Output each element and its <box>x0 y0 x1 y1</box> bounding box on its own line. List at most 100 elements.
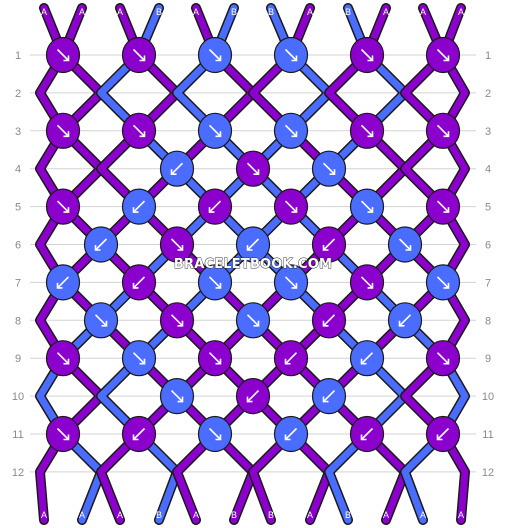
knot-arrowhead-icon <box>443 131 450 138</box>
string-label-bottom: A <box>383 510 389 520</box>
knot-arrow-icon <box>56 276 70 289</box>
knot-arrow-icon <box>360 124 374 137</box>
knot-arrowhead-icon <box>215 55 222 62</box>
string-label-bottom: B <box>268 510 274 520</box>
knot <box>425 36 461 74</box>
string-label-bottom: B <box>156 510 162 520</box>
knot-arrow-icon <box>322 390 336 403</box>
knot-arrowhead-icon <box>132 207 139 213</box>
knot-arrow-icon <box>284 427 298 441</box>
knot-arrowhead-icon <box>132 282 139 289</box>
string-label-top: A <box>307 7 313 17</box>
knot-arrowhead-icon <box>139 358 146 365</box>
string-label-top: A <box>193 7 199 17</box>
knot-arrowhead-icon <box>360 434 367 441</box>
knot-arrow-icon <box>436 276 450 289</box>
knot-arrowhead-icon <box>139 131 146 138</box>
knot <box>425 340 461 377</box>
knot-arrow-icon <box>208 276 222 289</box>
knot <box>425 264 461 301</box>
row-number-right: 6 <box>485 240 491 252</box>
knot <box>121 188 157 225</box>
knot-arrow-icon <box>56 48 70 62</box>
knot-arrowhead-icon <box>367 282 374 289</box>
row-number-right: 3 <box>485 126 491 138</box>
knot-arrowhead-icon <box>101 320 108 327</box>
knot-arrow-icon <box>436 200 450 213</box>
knot <box>349 415 385 453</box>
knot-arrowhead-icon <box>322 245 329 251</box>
string-label-bottom: A <box>458 510 464 520</box>
knot <box>83 226 119 263</box>
knot-arrowhead-icon <box>367 207 374 213</box>
knot-arrowhead-icon <box>443 55 450 62</box>
knot-arrow-icon <box>436 427 450 441</box>
row-number-right: 11 <box>482 429 493 441</box>
row-number-right: 2 <box>485 88 491 100</box>
row-number-left: 9 <box>15 353 21 365</box>
string-label-bottom: A <box>117 510 123 520</box>
row-number-left: 10 <box>12 391 24 403</box>
knot-arrowhead-icon <box>253 320 260 327</box>
string-label-top: A <box>41 7 47 17</box>
knot-arrow-icon <box>360 427 374 441</box>
string-label-top: B <box>231 7 237 17</box>
knot <box>349 36 385 74</box>
knot-arrowhead-icon <box>329 169 336 175</box>
knot <box>273 415 309 453</box>
knot <box>311 150 347 187</box>
knot-arrowhead-icon <box>284 434 291 441</box>
string-label-bottom: A <box>193 510 199 520</box>
row-number-left: 2 <box>15 88 21 100</box>
knot-arrowhead-icon <box>246 245 253 251</box>
knot <box>45 112 81 149</box>
knot-arrow-icon <box>208 200 222 213</box>
knot-arrow-icon <box>170 238 184 251</box>
knot <box>273 36 309 74</box>
knot-arrowhead-icon <box>398 320 405 327</box>
knot <box>425 112 461 149</box>
knot-arrow-icon <box>322 238 336 251</box>
knot-arrow-icon <box>284 48 298 62</box>
knot <box>197 188 233 225</box>
knot-arrowhead-icon <box>63 434 70 441</box>
knot-arrowhead-icon <box>291 207 298 213</box>
knot-arrowhead-icon <box>139 55 146 62</box>
knot <box>387 226 423 263</box>
row-number-right: 9 <box>485 353 491 365</box>
knot <box>235 302 271 339</box>
knot <box>197 112 233 149</box>
knot-arrow-icon <box>436 48 450 62</box>
knot-arrow-icon <box>436 124 450 137</box>
row-number-left: 8 <box>15 315 21 327</box>
string-label-top: B <box>268 7 274 17</box>
knot-arrow-icon <box>208 352 222 365</box>
row-number-left: 7 <box>15 277 21 289</box>
knot-arrowhead-icon <box>284 358 291 365</box>
knot-arrowhead-icon <box>367 55 374 62</box>
knot-arrowhead-icon <box>63 207 70 213</box>
knot-arrow-icon <box>398 238 412 251</box>
string-label-top: B <box>345 7 351 17</box>
row-number-right: 12 <box>482 467 494 479</box>
row-number-right: 7 <box>485 277 491 289</box>
knot <box>235 378 271 415</box>
knot-arrow-icon <box>360 352 374 365</box>
knot <box>159 150 195 187</box>
knot <box>121 264 157 301</box>
knot-arrow-icon <box>132 352 146 365</box>
knot-arrow-icon <box>132 200 146 213</box>
knot <box>45 415 81 453</box>
knot-arrow-icon <box>246 390 260 403</box>
knot <box>45 264 81 301</box>
knot-arrowhead-icon <box>322 320 329 327</box>
knot-arrow-icon <box>360 200 374 213</box>
knot <box>83 302 119 339</box>
knot <box>235 150 271 187</box>
knot <box>45 340 81 377</box>
knot <box>121 415 157 453</box>
knot-arrowhead-icon <box>443 358 450 365</box>
knot <box>121 340 157 377</box>
knot-arrow-icon <box>284 200 298 213</box>
